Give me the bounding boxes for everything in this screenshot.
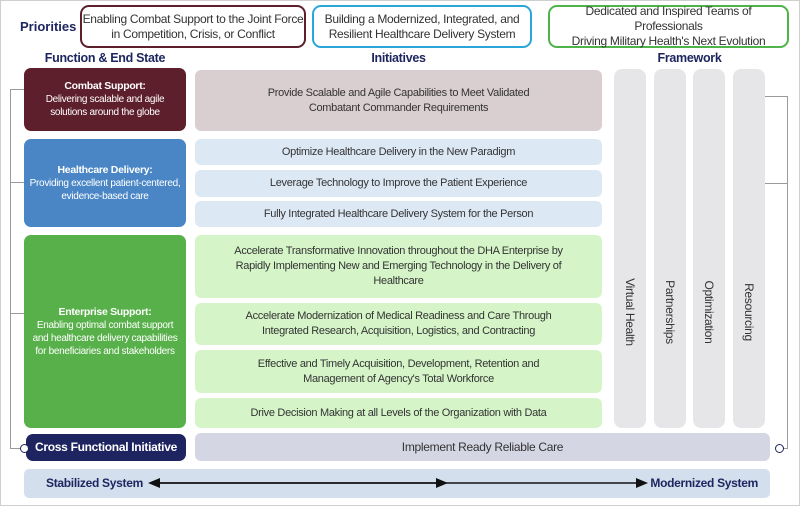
framework-label: Optimization	[702, 280, 716, 344]
initiative-healthcare: Optimize Healthcare Delivery in the New …	[195, 139, 602, 165]
initiative-enterprise: Effective and Timely Acquisition, Develo…	[195, 350, 602, 393]
function-desc: Providing excellent patient-centered, ev…	[29, 177, 181, 202]
spectrum-right-label: Modernized System	[650, 476, 758, 490]
right-bracket-line	[787, 96, 788, 448]
priority-teams: Dedicated and Inspired Teams of Professi…	[548, 4, 789, 48]
framework-optimization: Optimization	[693, 69, 725, 428]
initiative-cross-functional: Implement Ready Reliable Care	[195, 433, 770, 461]
priority-text: Dedicated and Inspired Teams of Professi…	[585, 4, 752, 33]
priority-text: Resilient Healthcare Delivery System	[328, 26, 516, 41]
priority-text: in Competition, Crisis, or Conflict	[111, 26, 275, 41]
function-title: Healthcare Delivery:	[57, 163, 153, 176]
left-bracket-tick	[10, 448, 24, 449]
initiative-healthcare: Leverage Technology to Improve the Patie…	[195, 170, 602, 197]
priority-text: Enabling Combat Support to the Joint For…	[82, 11, 304, 26]
function-title: Cross Functional Initiative	[35, 440, 177, 454]
function-title: Combat Support:	[64, 80, 146, 92]
right-bracket-tick	[780, 448, 788, 449]
left-bracket-tick	[10, 182, 24, 183]
function-combat-support: Combat Support: Delivering scalable and …	[24, 68, 186, 131]
function-cross-functional: Cross Functional Initiative	[26, 434, 186, 461]
connector-dot	[775, 444, 784, 453]
initiative-healthcare: Fully Integrated Healthcare Delivery Sys…	[195, 201, 602, 227]
framework-label: Virtual Health	[623, 278, 637, 346]
framework-resourcing: Resourcing	[733, 69, 765, 428]
priority-text: Building a Modernized, Integrated, and	[324, 11, 520, 26]
left-bracket-tick	[10, 313, 24, 314]
function-healthcare-delivery: Healthcare Delivery: Providing excellent…	[24, 139, 186, 227]
initiative-enterprise: Accelerate Transformative Innovation thr…	[195, 235, 602, 298]
priority-combat-support: Enabling Combat Support to the Joint For…	[80, 5, 306, 48]
left-bracket-tick	[10, 89, 24, 90]
framework-label: Resourcing	[742, 283, 756, 341]
framework-partnerships: Partnerships	[654, 69, 686, 428]
function-desc: Delivering scalable and agile solutions …	[45, 94, 165, 118]
priority-healthcare-system: Building a Modernized, Integrated, and R…	[312, 5, 532, 48]
left-bracket-line	[10, 89, 11, 448]
header-function: Function & End State	[44, 51, 166, 65]
right-bracket-tick	[765, 96, 787, 97]
spectrum-bar: Stabilized System Modernized System	[24, 469, 770, 498]
spectrum-left-label: Stabilized System	[46, 476, 143, 490]
function-desc: Enabling optimal combat support and heal…	[32, 319, 178, 357]
priorities-label: Priorities	[20, 19, 77, 34]
framework-virtual-health: Virtual Health	[614, 69, 646, 428]
arrow-line	[156, 478, 648, 488]
right-bracket-tick	[765, 183, 787, 184]
priority-text: Driving Military Health's Next Evolution	[571, 34, 766, 48]
framework-label: Partnerships	[663, 280, 677, 344]
connector-dot	[20, 444, 29, 453]
header-initiatives: Initiatives	[371, 51, 426, 65]
header-framework: Framework	[657, 51, 722, 65]
initiative-enterprise: Drive Decision Making at all Levels of t…	[195, 398, 602, 428]
initiative-combat: Provide Scalable and Agile Capabilities …	[195, 70, 602, 131]
initiative-enterprise: Accelerate Modernization of Medical Read…	[195, 303, 602, 345]
function-enterprise-support: Enterprise Support: Enabling optimal com…	[24, 235, 186, 428]
function-title: Enterprise Support:	[58, 305, 152, 318]
